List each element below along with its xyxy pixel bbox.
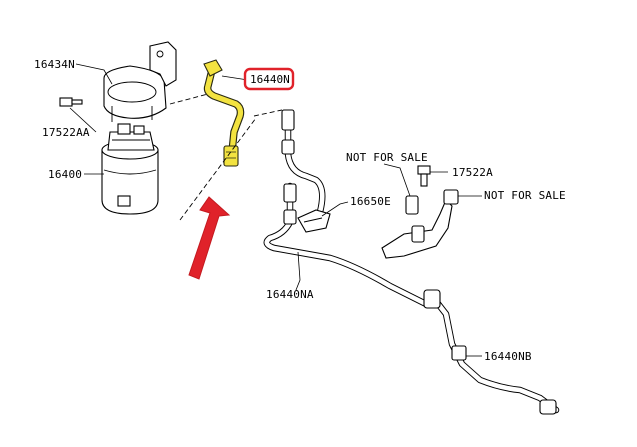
- hose-16440NB[interactable]: [423, 289, 560, 415]
- fuel-filter-16400[interactable]: [101, 123, 159, 215]
- label-16440N: 16440N: [250, 73, 290, 86]
- label-16650E: 16650E: [350, 195, 391, 208]
- label-17522A: 17522A: [452, 166, 493, 179]
- label-17522AA: 17522AA: [42, 126, 90, 139]
- label-not-for-sale-1: NOT FOR SALE: [346, 151, 428, 164]
- label-16434N: 16434N: [34, 58, 75, 71]
- hose-16440NA[interactable]: [263, 109, 430, 308]
- bolt-17522A[interactable]: [417, 165, 431, 187]
- label-16400: 16400: [48, 168, 82, 181]
- label-16440NB: 16440NB: [484, 350, 532, 363]
- label-16440NA: 16440NA: [266, 288, 314, 301]
- label-not-for-sale-2: NOT FOR SALE: [484, 189, 566, 202]
- red-arrow-icon: [188, 196, 231, 280]
- bracket-16434N[interactable]: [103, 41, 177, 122]
- bolt-17522AA[interactable]: [59, 97, 83, 107]
- clip-16650E[interactable]: [297, 209, 331, 233]
- bracket-mount[interactable]: [381, 189, 459, 259]
- hose-16440N-highlighted[interactable]: [203, 59, 245, 167]
- highlight-box: [243, 67, 295, 91]
